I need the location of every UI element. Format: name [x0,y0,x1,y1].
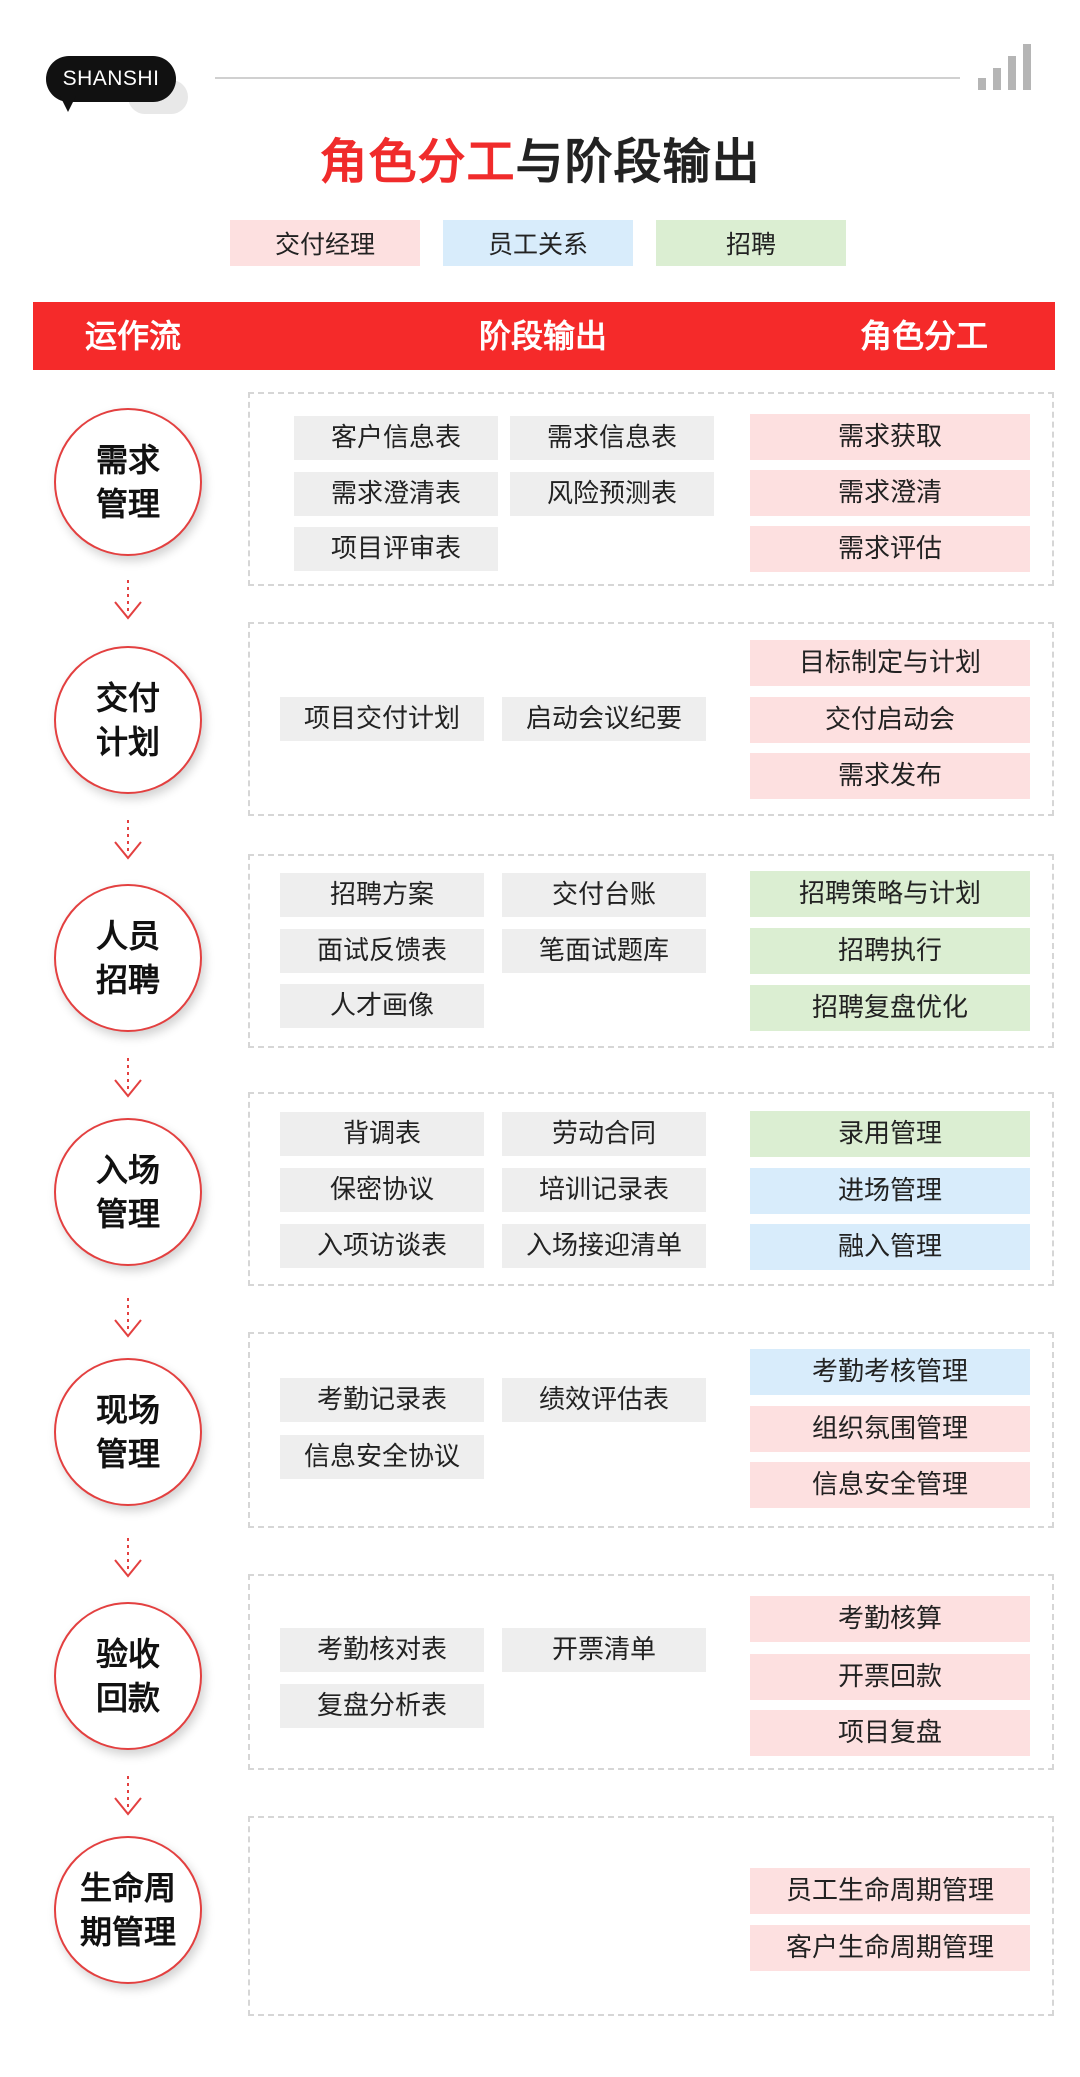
flow-arrow-icon [114,1058,142,1098]
output-chip: 考勤核对表 [280,1628,484,1672]
role-chip: 需求发布 [750,753,1030,799]
role-chip: 项目复盘 [750,1710,1030,1756]
title-rest: 与阶段输出 [515,134,761,190]
title-highlight: 角色分工 [319,134,516,190]
output-chip: 入项访谈表 [280,1224,484,1268]
output-chip: 风险预测表 [510,472,714,516]
stage-circle-delivery-plan: 交付计划 [54,646,202,794]
output-chip: 面试反馈表 [280,929,484,973]
output-chip: 保密协议 [280,1168,484,1212]
output-chip: 需求澄清表 [294,472,498,516]
role-chip: 融入管理 [750,1224,1030,1270]
stage-circle-recruitment: 人员招聘 [54,884,202,1032]
header-stage-output: 阶段输出 [478,317,607,355]
flow-arrow-icon [114,1538,142,1578]
role-chip: 需求澄清 [750,470,1030,516]
stage-circle-site-management: 现场管理 [54,1358,202,1506]
role-chip: 需求评估 [750,526,1030,572]
role-chip: 需求获取 [750,414,1030,460]
role-chip: 开票回款 [750,1654,1030,1700]
output-chip: 需求信息表 [510,416,714,460]
stage-panel-onboarding [248,1092,1054,1286]
legend-label: 交付经理 [274,230,375,259]
header-workflow: 运作流 [84,317,181,355]
stage-circle-acceptance: 验收回款 [54,1602,202,1750]
output-chip: 招聘方案 [280,873,484,917]
role-chip: 交付启动会 [750,697,1030,743]
header-role-division: 角色分工 [859,317,988,355]
brand-badge-tail [60,96,76,112]
output-chip: 交付台账 [502,873,706,917]
legend-label: 招聘 [725,230,776,259]
header-divider [215,77,960,79]
output-chip: 复盘分析表 [280,1684,484,1728]
role-chip: 招聘策略与计划 [750,871,1030,917]
role-chip: 进场管理 [750,1168,1030,1214]
stage-panel-delivery-plan [248,622,1054,816]
output-chip: 启动会议纪要 [502,697,706,741]
stage-panel-acceptance [248,1574,1054,1770]
stage-panel-demand [248,392,1054,586]
flow-arrow-icon [114,1776,142,1816]
output-chip: 项目评审表 [294,527,498,571]
page-title: 角色分工与阶段输出 [0,122,1080,192]
output-chip: 笔面试题库 [502,929,706,973]
role-chip: 信息安全管理 [750,1462,1030,1508]
role-chip: 考勤考核管理 [750,1349,1030,1395]
output-chip: 信息安全协议 [280,1435,484,1479]
output-chip: 开票清单 [502,1628,706,1672]
stage-circle-onboarding: 入场管理 [54,1118,202,1266]
legend-item-employee-relations: 员工关系 [443,220,633,266]
output-chip: 客户信息表 [294,416,498,460]
role-chip: 员工生命周期管理 [750,1868,1030,1914]
stage-circle-lifecycle: 生命周期管理 [54,1836,202,1984]
signal-bars-icon [978,44,1033,90]
flow-arrow-icon [114,580,142,620]
stage-panel-recruitment [248,854,1054,1048]
output-chip: 培训记录表 [502,1168,706,1212]
role-chip: 考勤核算 [750,1596,1030,1642]
table-header: 运作流 阶段输出 角色分工 [33,302,1055,370]
output-chip: 人才画像 [280,984,484,1028]
stage-circle-demand: 需求管理 [54,408,202,556]
legend-item-delivery-manager: 交付经理 [230,220,420,266]
stage-panel-lifecycle [248,1816,1054,2016]
flow-arrow-icon [114,1298,142,1338]
role-chip: 目标制定与计划 [750,640,1030,686]
output-chip: 入场接迎清单 [502,1224,706,1268]
output-chip: 绩效评估表 [502,1378,706,1422]
role-chip: 录用管理 [750,1111,1030,1157]
output-chip: 劳动合同 [502,1112,706,1156]
output-chip: 背调表 [280,1112,484,1156]
output-chip: 项目交付计划 [280,697,484,741]
output-chip: 考勤记录表 [280,1378,484,1422]
stage-panel-site-management [248,1332,1054,1528]
role-chip: 招聘复盘优化 [750,985,1030,1031]
role-chip: 客户生命周期管理 [750,1925,1030,1971]
legend-label: 员工关系 [487,230,588,259]
flow-arrow-icon [114,820,142,860]
brand-badge: SHANSHI [46,56,176,102]
role-chip: 招聘执行 [750,928,1030,974]
legend-item-recruitment: 招聘 [656,220,846,266]
role-chip: 组织氛围管理 [750,1406,1030,1452]
